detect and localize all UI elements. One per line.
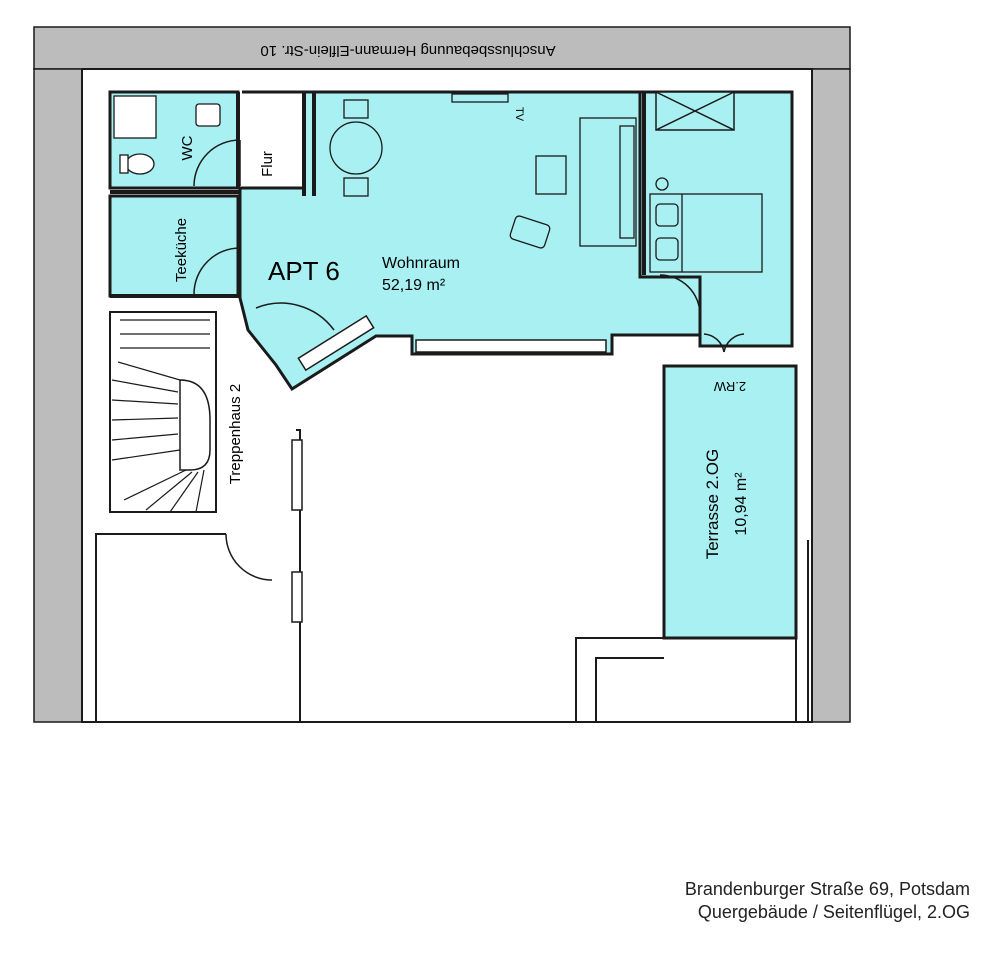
furniture [113, 93, 763, 273]
room-bedroom [638, 90, 794, 348]
terrasse-label: Terrasse 2.OG [703, 449, 722, 560]
outer-walls [33, 26, 851, 723]
staircase [109, 311, 217, 513]
wohnraum-area: 52,19 m² [382, 277, 446, 294]
rw-label: 2.RW [713, 379, 746, 394]
wohnraum-label: Wohnraum [382, 255, 460, 272]
teekueche-label: Teeküche [173, 218, 190, 282]
treppenhaus-label: Treppenhaus 2 [227, 384, 244, 484]
room-terrasse [662, 364, 798, 640]
address-caption: Brandenburger Straße 69, Potsdam Quergeb… [685, 878, 970, 924]
caption-building-floor: Quergebäude / Seitenflügel, 2.OG [697, 902, 970, 922]
terrasse-area: 10,94 m² [733, 472, 750, 536]
apartment-rooms [108, 90, 798, 640]
flur-label: Flur [259, 151, 276, 177]
tv-label: TV [513, 107, 525, 122]
doors [193, 139, 745, 581]
wc-label: WC [179, 135, 196, 160]
windows [291, 91, 735, 623]
interior-walls [110, 92, 646, 298]
caption-address: Brandenburger Straße 69, Potsdam [684, 879, 970, 899]
neighbour-label: Anschlussbebauung Hermann-Elflein-Str. 1… [260, 42, 555, 59]
apartment-label: APT 6 [268, 256, 340, 286]
